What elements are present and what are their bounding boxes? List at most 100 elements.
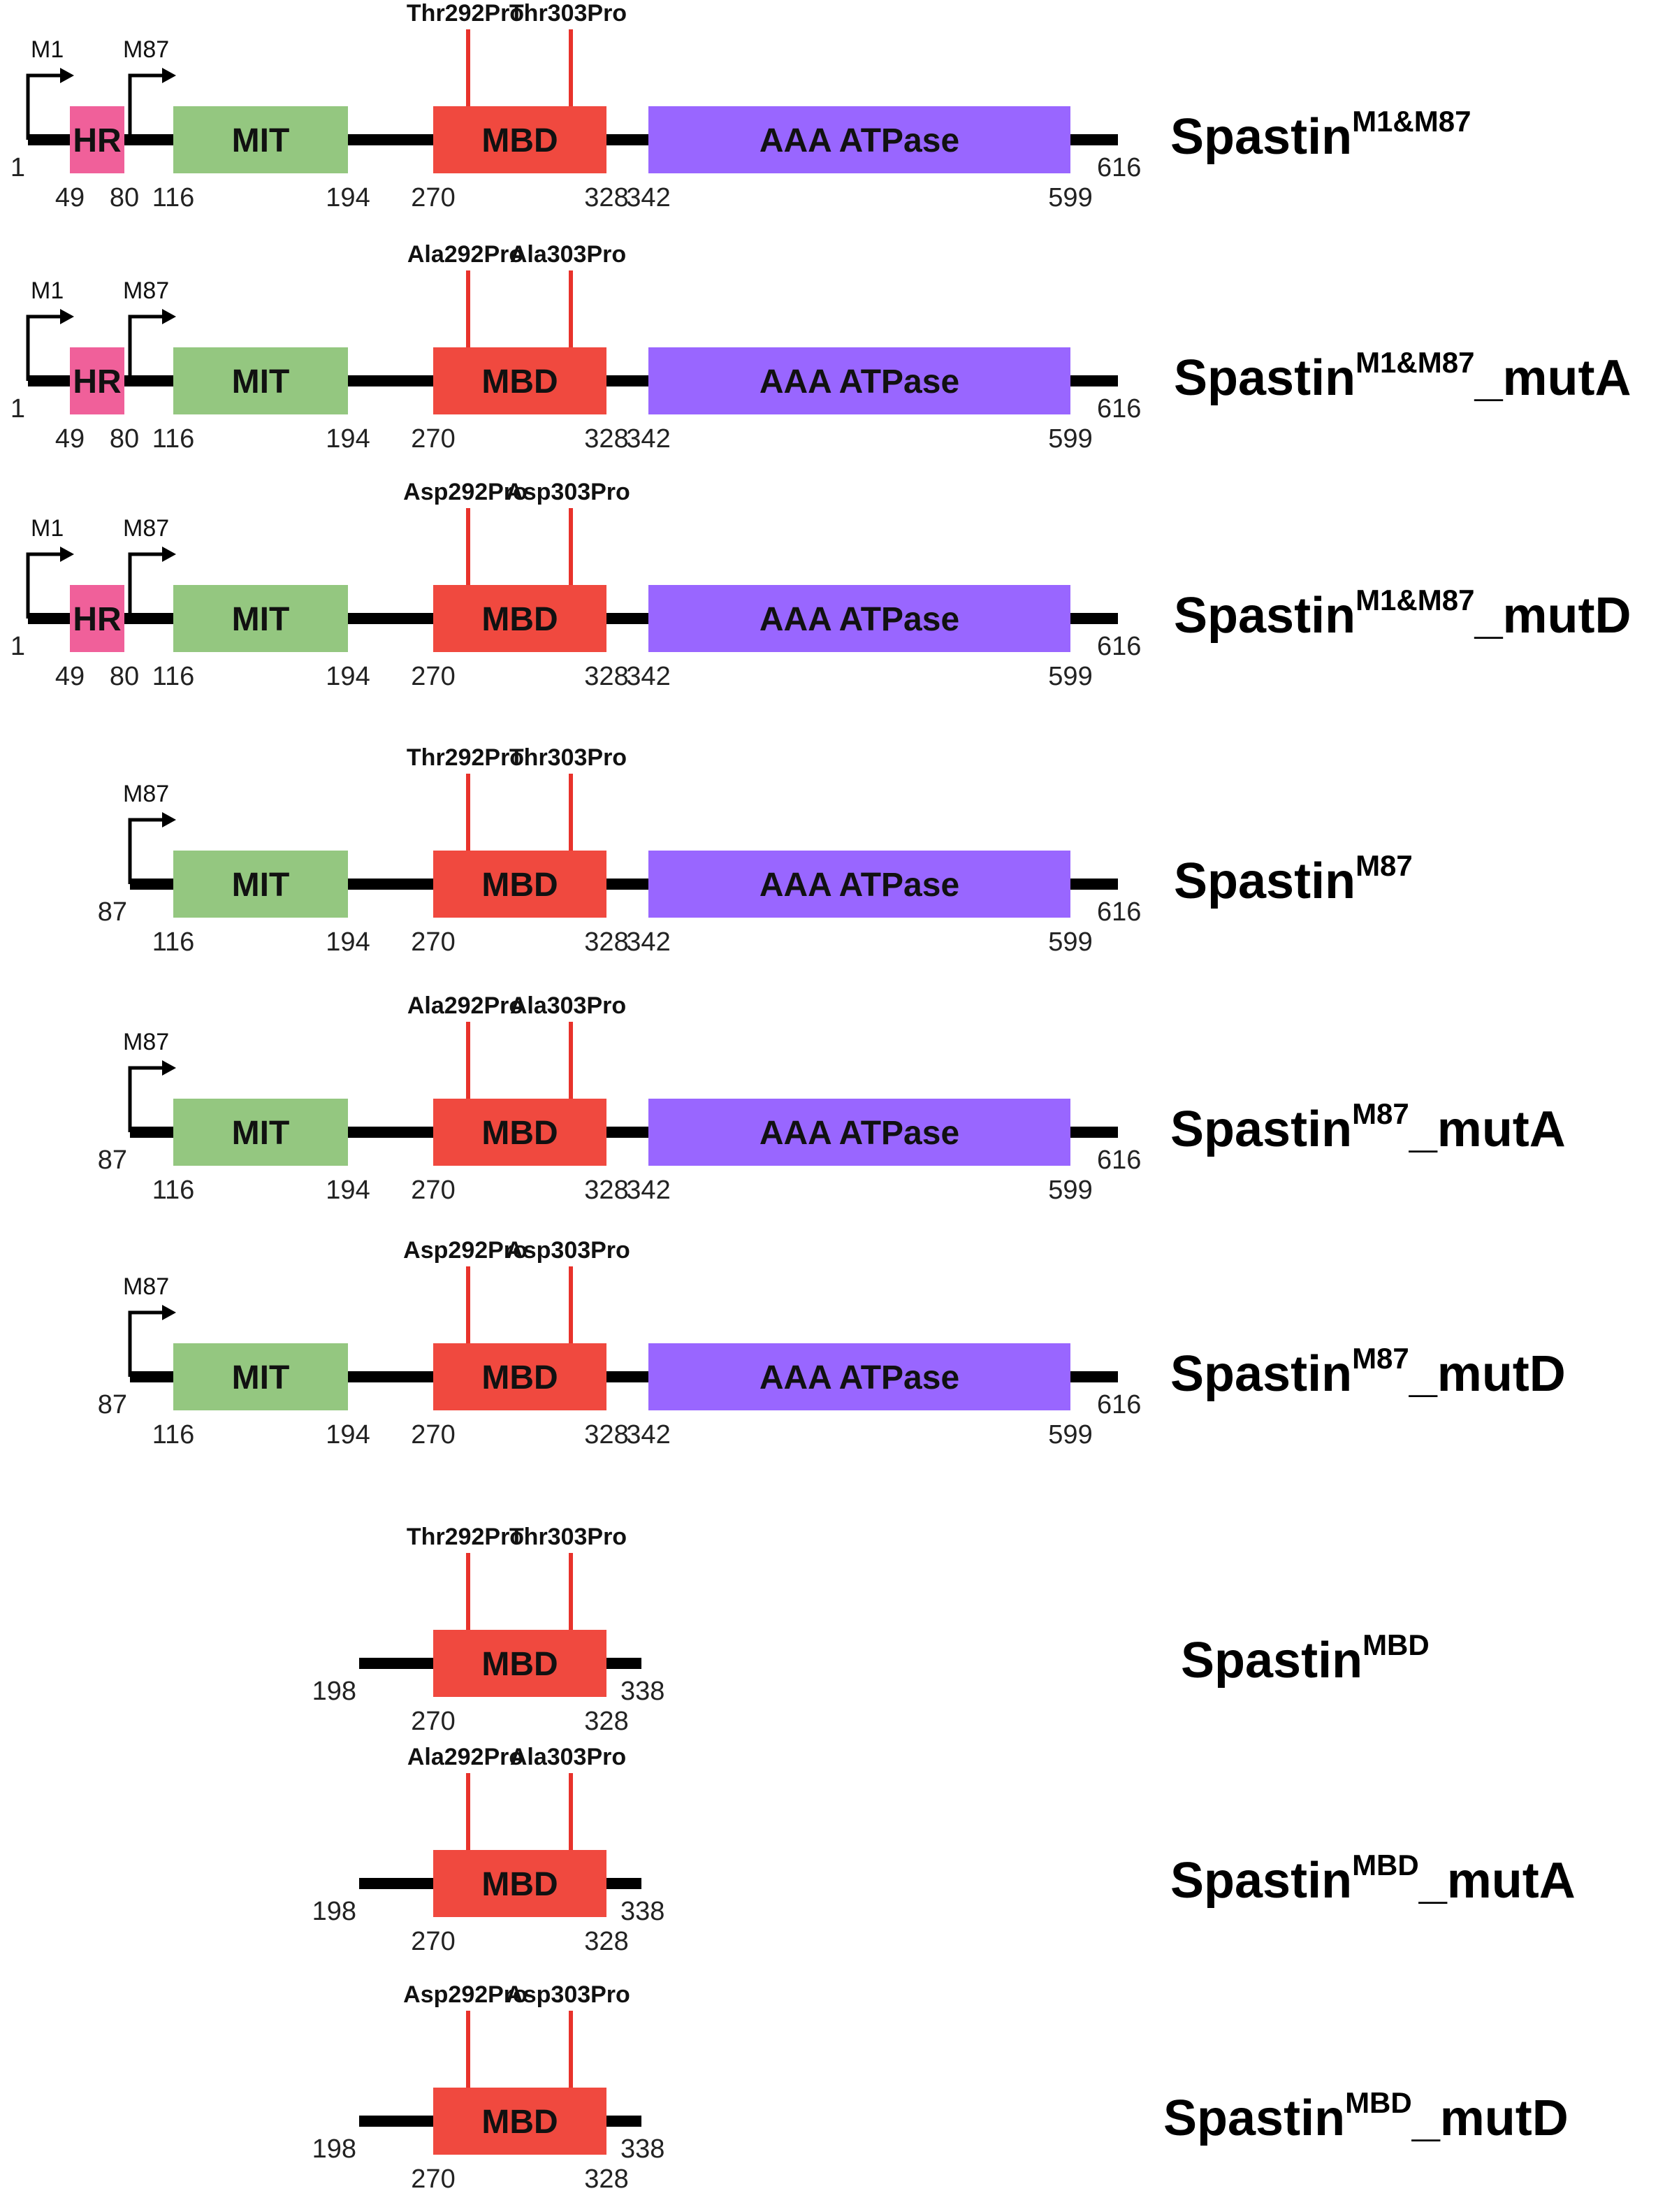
start-site-arrow [128, 1066, 166, 1132]
domain-label: MBD [481, 1115, 558, 1152]
start-residue-label: 198 [312, 1897, 356, 1926]
domain-box-mit [173, 347, 348, 414]
residue-position-label: 116 [152, 662, 195, 691]
domain-label: AAA ATPase [759, 1359, 959, 1396]
domain-box-mbd [433, 106, 606, 173]
domain-label: AAA ATPase [759, 1115, 959, 1152]
residue-position-label: 328 [584, 2164, 628, 2194]
residue-position-label: 116 [152, 183, 195, 212]
residue-position-label: 116 [152, 927, 195, 957]
end-residue-label: 616 [1097, 1390, 1141, 1419]
mutation-label: Thr303Pro [509, 744, 627, 771]
mutation-label: Asp303Pro [506, 1237, 630, 1264]
mutation-label: Asp292Pro [403, 479, 528, 505]
residue-position-label: 80 [110, 183, 139, 212]
residue-position-label: 342 [626, 424, 670, 454]
mutation-label: Thr292Pro [407, 744, 524, 771]
residue-position-label: 599 [1048, 1420, 1092, 1450]
residue-position-label: 270 [411, 1176, 455, 1205]
domain-label: HR [73, 601, 121, 638]
residue-position-label: 342 [626, 662, 670, 691]
start-site-label: M1 [31, 515, 64, 542]
residue-position-label: 328 [584, 424, 628, 454]
residue-position-label: 328 [584, 1927, 628, 1956]
arrowhead-icon [60, 68, 74, 83]
domain-label: MBD [481, 601, 558, 638]
domain-label: MBD [481, 1646, 558, 1683]
residue-position-label: 194 [326, 424, 370, 454]
domain-label: MBD [481, 2104, 558, 2141]
domain-label: MIT [232, 867, 290, 904]
domain-box-mit [173, 1099, 348, 1166]
domain-box-mbd [433, 2088, 606, 2155]
domain-label: AAA ATPase [759, 122, 959, 159]
residue-position-label: 194 [326, 927, 370, 957]
construct-name: SpastinM87_mutD [1170, 1342, 1566, 1402]
domain-label: AAA ATPase [759, 601, 959, 638]
domain-label: MIT [232, 1115, 290, 1152]
arrowhead-icon [162, 812, 176, 827]
residue-position-label: 599 [1048, 1176, 1092, 1205]
domain-box-aaa-atpase [648, 1099, 1070, 1166]
mutation-label: Ala303Pro [510, 992, 626, 1019]
residue-position-label: 599 [1048, 662, 1092, 691]
domain-box-aaa-atpase [648, 851, 1070, 918]
start-residue-label: 87 [98, 1390, 127, 1419]
residue-position-label: 116 [152, 1176, 195, 1205]
domain-label: AAA ATPase [759, 363, 959, 400]
mutation-label: Ala303Pro [510, 1744, 626, 1770]
mutation-label: Thr303Pro [509, 1524, 627, 1550]
residue-position-label: 194 [326, 1176, 370, 1205]
start-site-arrow [128, 73, 166, 140]
start-site-arrow [128, 818, 166, 884]
residue-position-label: 270 [411, 662, 455, 691]
start-site-arrow [128, 315, 166, 381]
start-site-label: M87 [123, 1029, 169, 1055]
residue-position-label: 116 [152, 1420, 195, 1450]
domain-box-mbd [433, 851, 606, 918]
domain-label: MIT [232, 363, 290, 400]
end-residue-label: 616 [1097, 394, 1141, 424]
domain-label: MBD [481, 1866, 558, 1903]
domain-box-aaa-atpase [648, 585, 1070, 652]
start-site-label: M87 [123, 1273, 169, 1300]
residue-position-label: 80 [110, 662, 139, 691]
mutation-label: Asp303Pro [506, 479, 630, 505]
domain-box-mbd [433, 1850, 606, 1917]
start-site-label: M1 [31, 277, 64, 304]
arrowhead-icon [60, 547, 74, 562]
start-residue-label: 1 [10, 153, 25, 182]
domain-label: HR [73, 122, 121, 159]
mutation-label: Thr292Pro [407, 0, 524, 27]
residue-position-label: 270 [411, 2164, 455, 2194]
domain-box-aaa-atpase [648, 1343, 1070, 1410]
residue-position-label: 80 [110, 424, 139, 454]
mutation-label: Thr303Pro [509, 0, 627, 27]
domain-label: MBD [481, 363, 558, 400]
start-residue-label: 198 [312, 1677, 356, 1706]
start-site-label: M87 [123, 515, 169, 542]
domain-label: AAA ATPase [759, 867, 959, 904]
domain-box-mbd [433, 1099, 606, 1166]
domain-label: MBD [481, 122, 558, 159]
domain-box-hr [70, 106, 124, 173]
residue-position-label: 270 [411, 424, 455, 454]
construct-name: SpastinMBD_mutA [1170, 1849, 1576, 1909]
start-residue-label: 1 [10, 632, 25, 661]
domain-box-mit [173, 585, 348, 652]
start-site-label: M87 [123, 277, 169, 304]
mutation-label: Asp292Pro [403, 1237, 528, 1264]
mutation-label: Ala292Pro [407, 1744, 523, 1770]
end-residue-label: 616 [1097, 632, 1141, 661]
start-site-arrow [26, 73, 64, 140]
residue-position-label: 342 [626, 183, 670, 212]
domain-box-aaa-atpase [648, 106, 1070, 173]
residue-position-label: 328 [584, 183, 628, 212]
